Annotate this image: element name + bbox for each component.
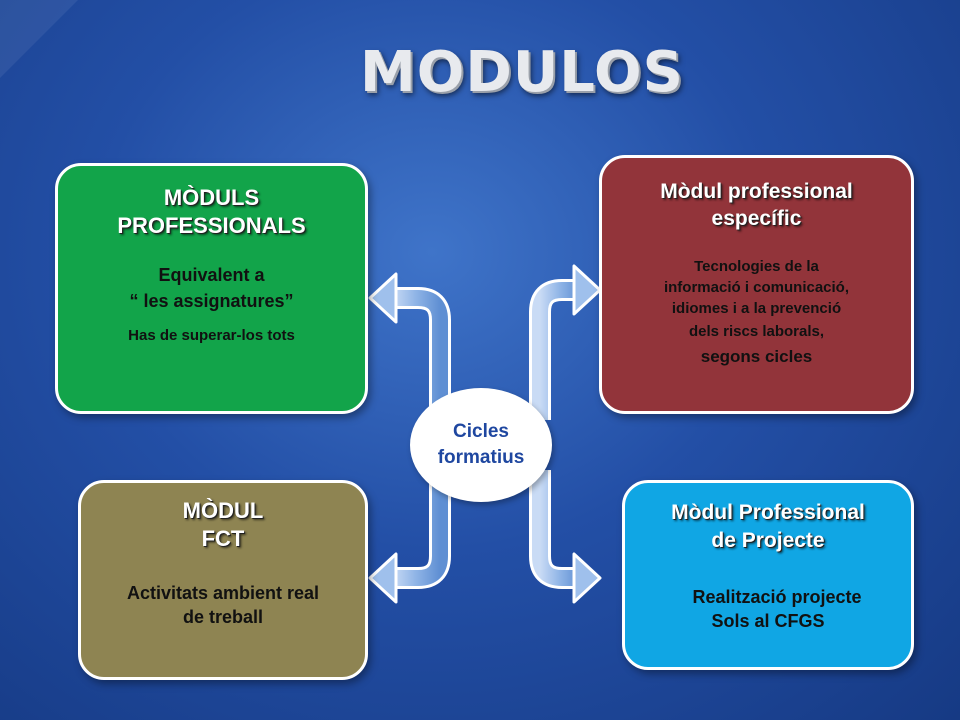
box-text-line-2: de treball [182, 607, 264, 627]
box-text-line-4: dels riscs laborals, [688, 323, 825, 340]
box-heading-line-1: Mòdul Professional [671, 501, 865, 524]
box-text-line-1: Realització projecte [692, 587, 862, 607]
box-moduls-professionals: MÒDULS PROFESSIONALS Equivalent a “ les … [55, 163, 368, 414]
box-heading-line-2: específic [711, 207, 802, 230]
arrow-to-fct [368, 470, 451, 604]
box-modul-projecte: Mòdul Professional de Projecte Realitzac… [622, 480, 914, 670]
box-text-line-5: segons cicles [700, 347, 813, 366]
box-text-line-2: “ les assignatures” [129, 291, 294, 311]
center-label-line-1: Cicles [453, 421, 509, 442]
slide-title: MODULOS [360, 40, 684, 105]
box-modul-especific: Mòdul professional específic Tecnologies… [599, 155, 914, 414]
box-text-line-1: Equivalent a [158, 265, 265, 285]
box-text-line-2: Sols al CFGS [711, 611, 825, 631]
box-heading-line-1: MÒDULS [163, 185, 260, 210]
box-modul-fct: MÒDUL FCT Activitats ambient real de tre… [78, 480, 368, 680]
corner-accent [0, 0, 78, 78]
box-text-line-1: Tecnologies de la [694, 258, 819, 275]
center-label-line-2: formatius [437, 447, 525, 468]
box-text-line-3: Has de superar-los tots [128, 327, 295, 344]
box-heading-line-2: FCT [201, 526, 245, 551]
center-oval-cicles-formatius: Cicles formatius [410, 388, 552, 502]
arrow-to-projecte [529, 470, 602, 604]
box-text-line-3: idiomes i a la prevenció [671, 300, 842, 317]
box-heading-line-1: MÒDUL [182, 498, 264, 523]
box-heading-line-1: Mòdul professional [660, 180, 853, 203]
box-text-line-1: Activitats ambient real [126, 583, 320, 603]
box-heading-line-2: de Projecte [711, 529, 825, 552]
box-heading-line-2: PROFESSIONALS [117, 213, 306, 238]
box-text-line-2: informació i comunicació, [663, 279, 850, 296]
arrow-to-especific [529, 264, 602, 420]
arrow-to-professionals [368, 272, 451, 420]
